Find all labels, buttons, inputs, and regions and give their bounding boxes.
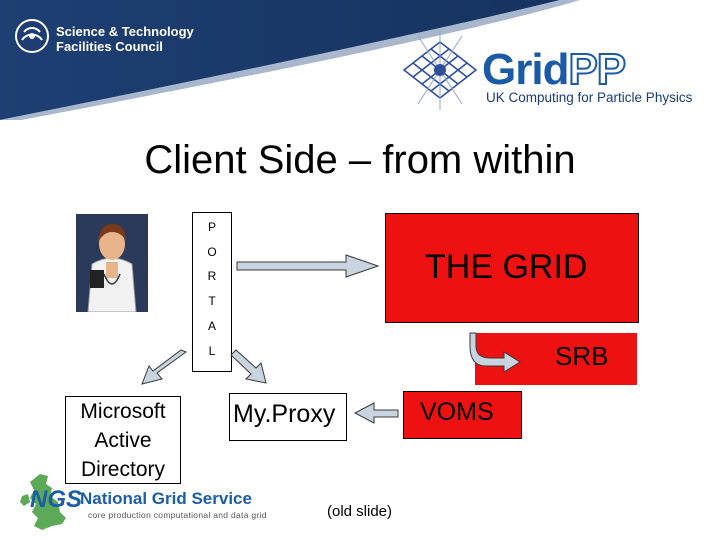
- uk-map-icon: [20, 474, 66, 530]
- microsoft-active-directory-box: Microsoft Active Directory: [65, 396, 181, 484]
- portal-letter: L: [208, 344, 216, 358]
- portal-to-msad-arrow: [141, 349, 188, 385]
- voms-to-myproxy-arrow: [353, 402, 399, 424]
- voms-box: [403, 391, 522, 439]
- the-grid-box: [385, 213, 639, 323]
- portal-letter: A: [207, 319, 216, 333]
- the-grid-label: THE GRID: [425, 248, 588, 286]
- myproxy-box: [229, 393, 347, 441]
- old-slide-note: (old slide): [327, 503, 393, 520]
- msad-line-1: Microsoft: [80, 400, 166, 423]
- portal-to-myproxy-arrow: [230, 349, 267, 384]
- stfc-logo-text: Science & Technology Facilities Council: [56, 24, 194, 54]
- gridpp-wordmark: GridPP: [482, 45, 627, 94]
- gridpp-globe-icon: [402, 30, 478, 110]
- portal-letter: R: [207, 269, 217, 283]
- portal-to-grid-arrow: [236, 254, 380, 278]
- header-band: [0, 0, 580, 120]
- portal-box: P O R T A L: [192, 212, 232, 372]
- grid-to-srb-arrow: [469, 332, 521, 373]
- myproxy-label: My.Proxy: [233, 400, 336, 428]
- portal-letter: T: [208, 294, 216, 308]
- slide-title: Client Side – from within: [144, 138, 576, 182]
- stfc-logo-icon: [15, 19, 49, 53]
- portal-letter: P: [207, 220, 216, 234]
- stfc-line-2: Facilities Council: [56, 39, 163, 54]
- msad-line-3: Directory: [80, 458, 165, 481]
- ngs-subtitle: core production computational and data g…: [88, 510, 267, 520]
- portal-letter: O: [207, 245, 217, 259]
- gridpp-subtitle: UK Computing for Particle Physics: [486, 90, 693, 105]
- ngs-title: National Grid Service: [80, 489, 252, 508]
- gridpp-grid-text: Grid: [482, 45, 569, 94]
- msad-line-2: Active: [94, 429, 152, 452]
- gridpp-pp-text: PP: [567, 45, 627, 94]
- srb-label: SRB: [555, 341, 609, 371]
- ngs-letters: NGS: [30, 486, 83, 513]
- stfc-line-1: Science & Technology: [56, 24, 194, 39]
- voms-label: VOMS: [420, 398, 494, 426]
- doctor-clipart-icon: [76, 214, 148, 312]
